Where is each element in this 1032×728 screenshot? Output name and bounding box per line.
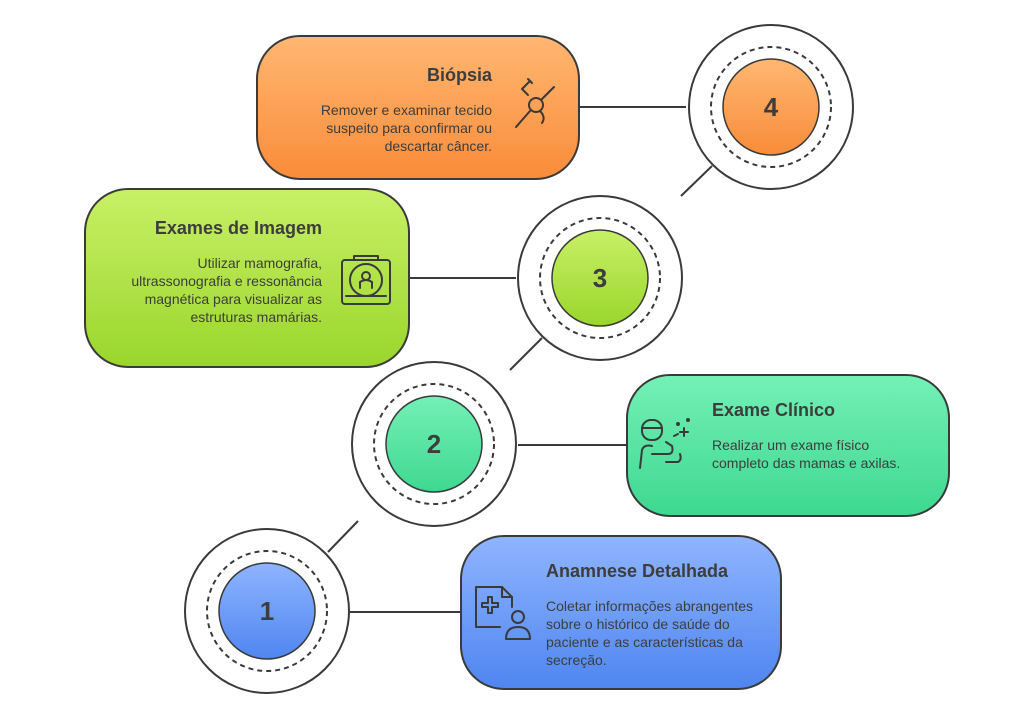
step-title: Biópsia: [426, 65, 492, 85]
step-circle-1: [184, 528, 350, 694]
doctor-examination-icon: [639, 418, 690, 469]
step-circle-3: [517, 195, 683, 361]
step-description: Coletar informações abrangentes sobre o …: [546, 598, 754, 668]
connector-2-3: [509, 337, 543, 371]
step-card-exame-clinico: Exame Clínico Realizar um exame físico c…: [626, 374, 950, 517]
step-description: Utilizar mamografia, ultrassonografia e …: [131, 255, 322, 325]
connector-3-4: [680, 165, 713, 197]
step-circle-4: [688, 24, 854, 190]
step-title: Exame Clínico: [712, 400, 836, 420]
step-card-anamnese-detalhada: Anamnese Detalhada Coletar informações a…: [460, 535, 782, 690]
step-number-2: 2: [426, 429, 442, 459]
step-description: Realizar um exame físico completo das ma…: [712, 437, 901, 471]
mri-scanner-icon: [341, 255, 391, 305]
biopsy-needle-icon: [515, 78, 555, 128]
step-title: Anamnese Detalhada: [546, 561, 729, 581]
step-card-biopsia: Biópsia Remover e examinar tecido suspei…: [256, 35, 580, 180]
connector-1-2: [327, 520, 359, 553]
step-title: Exames de Imagem: [154, 218, 322, 238]
step-number-3: 3: [592, 263, 608, 293]
step-circle-2: [351, 361, 517, 527]
medical-record-icon: [475, 586, 531, 640]
step-description: Remover e examinar tecido suspeito para …: [320, 102, 492, 154]
step-number-1: 1: [259, 596, 275, 626]
step-number-4: 4: [763, 92, 779, 122]
step-card-exames-de-imagem: Exames de Imagem Utilizar mamografia, ul…: [84, 188, 410, 368]
